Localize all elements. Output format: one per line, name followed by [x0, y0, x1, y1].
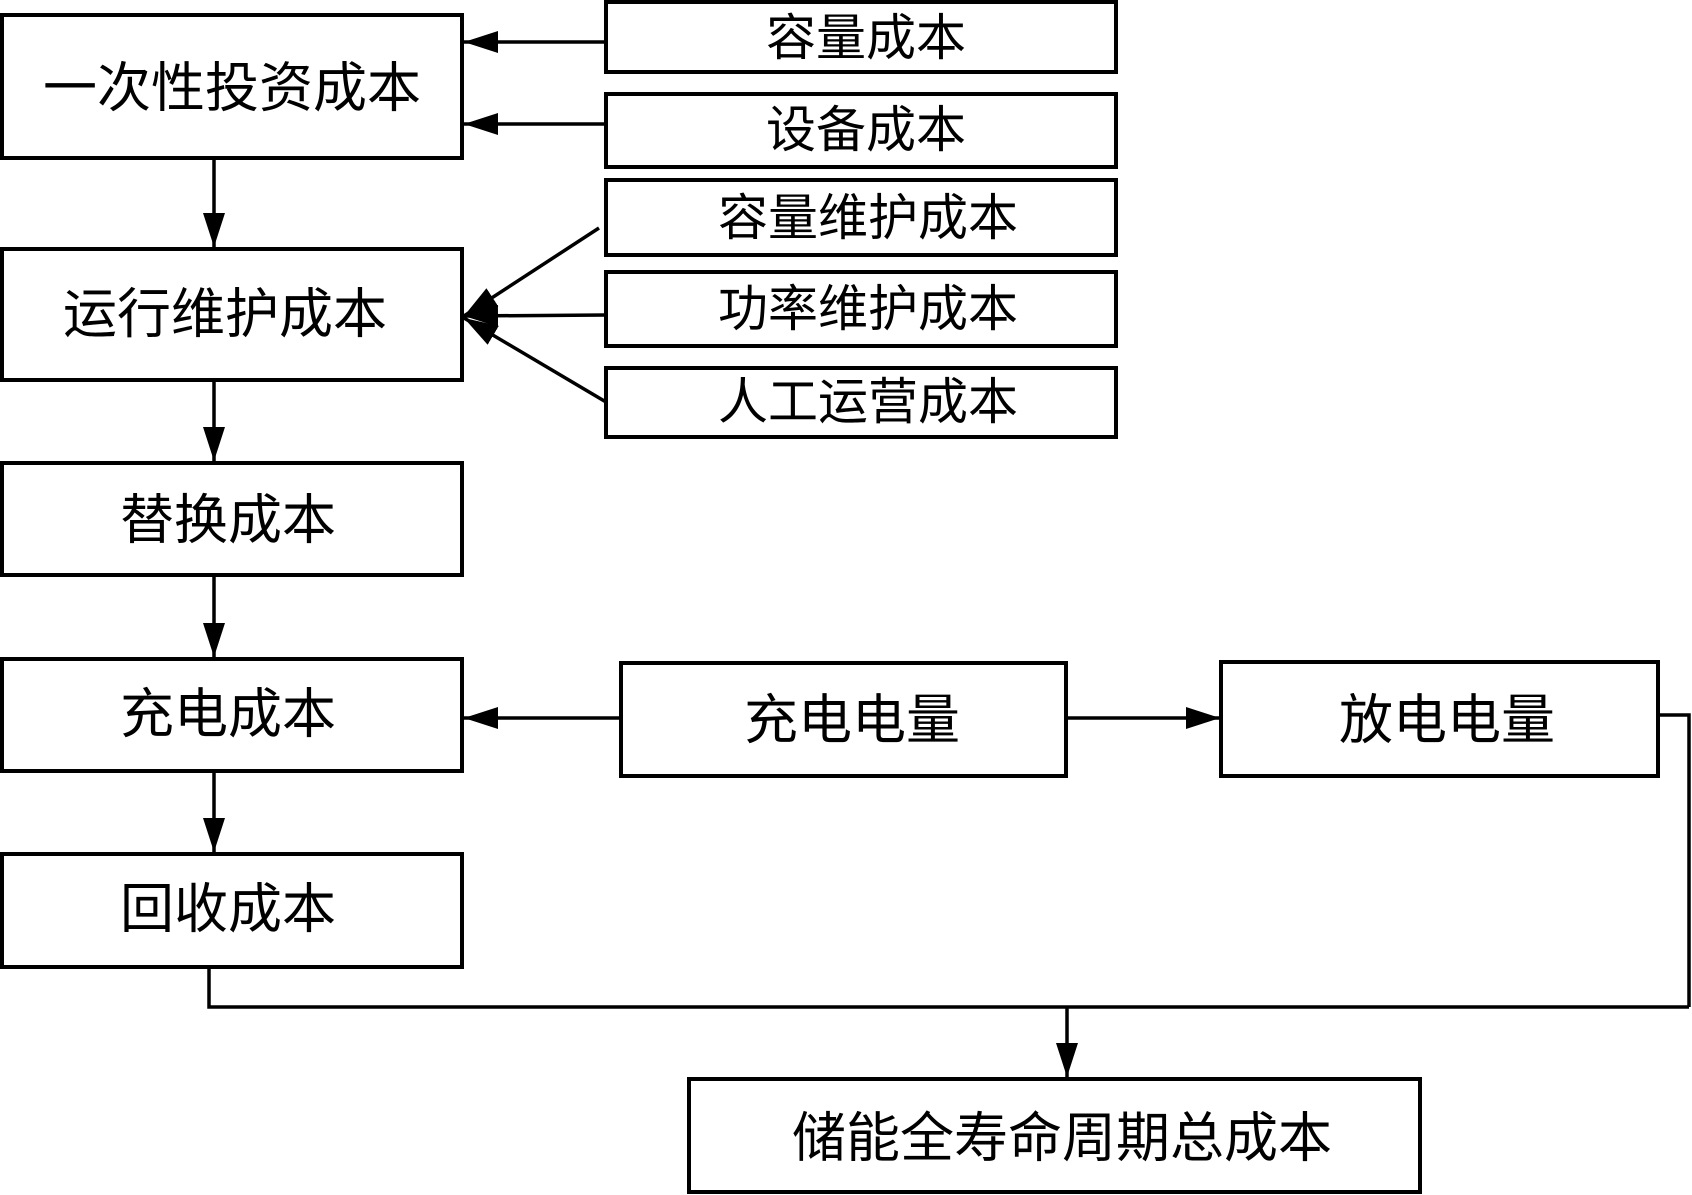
node-replacement: 替换成本 — [0, 461, 464, 577]
node-operation-maintenance: 运行维护成本 — [0, 247, 464, 382]
node-capacity-maintenance: 容量维护成本 — [604, 178, 1118, 257]
connectors — [203, 31, 1691, 1077]
node-discharge-energy: 放电电量 — [1219, 660, 1660, 778]
edge-recycling-to-bus — [207, 967, 1689, 1009]
node-equipment-cost: 设备成本 — [604, 92, 1118, 169]
node-power-maintenance: 功率维护成本 — [604, 270, 1118, 348]
node-charge-energy: 充电电量 — [619, 661, 1068, 778]
node-labor-operation: 人工运营成本 — [604, 366, 1118, 439]
node-label: 回收成本 — [120, 878, 336, 941]
edge-labor-to-maintenance — [463, 316, 607, 404]
node-label: 运行维护成本 — [63, 283, 387, 346]
edge-discharge-to-bus — [1658, 713, 1691, 1007]
node-label: 人工运营成本 — [718, 373, 1018, 431]
node-label: 充电电量 — [744, 689, 960, 752]
node-label: 容量成本 — [766, 9, 966, 67]
node-capacity-cost: 容量成本 — [604, 0, 1118, 74]
node-label: 储能全寿命周期总成本 — [792, 1107, 1332, 1170]
node-charging: 充电成本 — [0, 657, 464, 773]
node-total-lifecycle-cost: 储能全寿命周期总成本 — [687, 1077, 1422, 1194]
node-recycling: 回收成本 — [0, 852, 464, 969]
node-label: 替换成本 — [120, 489, 336, 552]
node-label: 充电成本 — [120, 683, 336, 746]
node-label: 设备成本 — [766, 101, 966, 159]
node-one-time-investment: 一次性投资成本 — [0, 13, 464, 160]
node-label: 功率维护成本 — [718, 280, 1018, 338]
node-label: 容量维护成本 — [718, 189, 1018, 247]
node-label: 一次性投资成本 — [43, 57, 421, 120]
edge-capacity-maintenance-to-maintenance — [463, 226, 600, 318]
edge-power-maintenance-to-maintenance — [463, 304, 607, 327]
node-label: 放电电量 — [1339, 689, 1555, 752]
